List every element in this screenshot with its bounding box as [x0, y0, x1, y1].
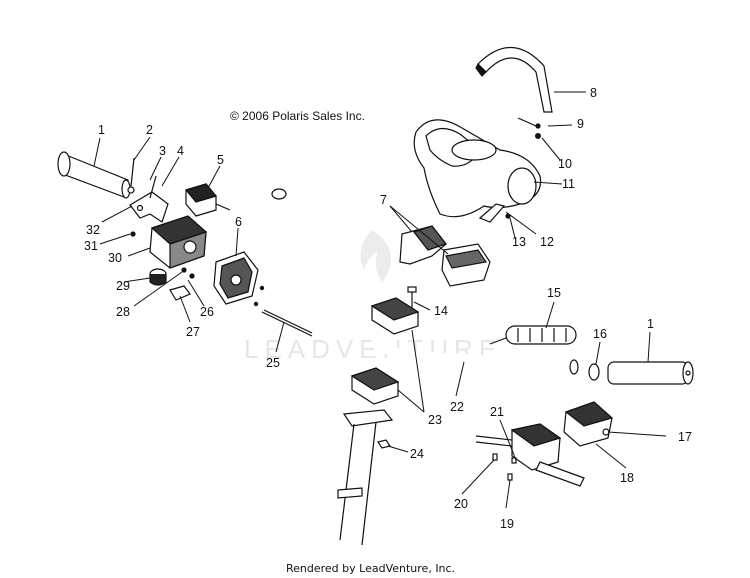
callout-12: 12 — [540, 235, 554, 249]
callout-2: 2 — [146, 123, 153, 137]
callout-6: 6 — [235, 215, 242, 229]
callout-20: 20 — [454, 497, 468, 511]
copyright-text: © 2006 Polaris Sales Inc. — [230, 109, 365, 123]
callout-17: 17 — [678, 430, 692, 444]
callout-11: 11 — [562, 177, 575, 191]
switch-block-part — [184, 183, 231, 217]
clamp-bolt-part — [407, 286, 417, 308]
callout-9: 9 — [577, 117, 584, 131]
callout-32: 32 — [86, 223, 100, 237]
shroud-half-left-part — [399, 225, 447, 265]
steering-column-part — [337, 409, 394, 546]
callout-7: 7 — [380, 193, 387, 207]
callout-31: 31 — [84, 239, 98, 253]
upper-clamp-part — [370, 297, 420, 335]
callout-leaders — [93, 91, 667, 509]
throttle-bracket-part — [129, 175, 169, 223]
callout-18: 18 — [620, 471, 634, 485]
handguard-part — [475, 46, 553, 113]
callout-1-left: 1 — [98, 123, 105, 137]
shroud-half-right-part — [441, 243, 491, 287]
callout-5: 5 — [217, 153, 224, 167]
screw-part — [130, 231, 136, 237]
callout-28: 28 — [116, 305, 130, 319]
throttle-cover-part — [213, 251, 259, 305]
callout-13: 13 — [512, 235, 526, 249]
callout-labels: 1 2 3 4 5 6 7 8 9 10 11 12 13 14 15 16 1… — [84, 86, 692, 531]
left-grip-part — [57, 151, 131, 199]
rendered-by-footer: Rendered by LeadVenture, Inc. — [286, 562, 455, 575]
right-grip-part — [607, 361, 694, 385]
callout-26: 26 — [200, 305, 214, 319]
callout-4: 4 — [177, 144, 184, 158]
callout-19: 19 — [500, 517, 514, 531]
callout-3: 3 — [159, 144, 166, 158]
callout-23: 23 — [428, 413, 442, 427]
callout-22: 22 — [450, 400, 464, 414]
callout-29: 29 — [116, 279, 130, 293]
brake-switch-housing-part — [563, 401, 614, 447]
callout-30: 30 — [108, 251, 122, 265]
handlebar-part — [271, 188, 579, 375]
callout-1-right: 1 — [647, 317, 654, 331]
lower-clamp-part — [350, 367, 400, 405]
washer-part — [181, 267, 187, 273]
handlebar-shroud-part — [413, 119, 542, 218]
watermark-flame-icon — [360, 230, 391, 282]
callout-10: 10 — [558, 157, 572, 171]
grip-heater-part — [489, 325, 577, 345]
callout-27: 27 — [186, 325, 200, 339]
callout-16: 16 — [593, 327, 607, 341]
callout-21: 21 — [490, 405, 504, 419]
callout-24: 24 — [410, 447, 424, 461]
throttle-cable-part — [261, 311, 313, 337]
callout-25: 25 — [266, 356, 280, 370]
brake-master-cylinder-part — [475, 423, 585, 487]
callout-14: 14 — [434, 304, 448, 318]
handguard-screw-part — [535, 123, 541, 129]
clip-part — [169, 285, 191, 301]
callout-8: 8 — [590, 86, 597, 100]
plug-part — [149, 268, 167, 286]
throttle-housing-part — [149, 215, 208, 269]
callout-15: 15 — [547, 286, 561, 300]
grip-spacer-part — [588, 363, 600, 381]
nut-part — [377, 439, 391, 449]
shroud-bracket-part — [478, 203, 506, 223]
pin-part — [130, 157, 135, 187]
